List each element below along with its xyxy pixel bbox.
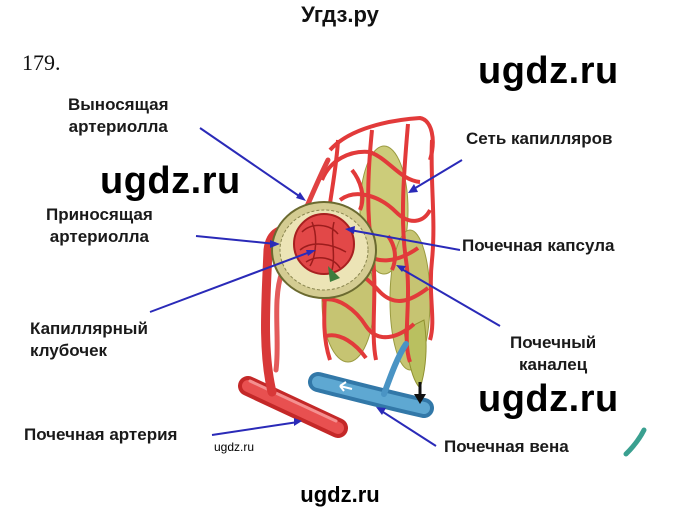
label-glomerulus: Капиллярный клубочек xyxy=(30,318,148,362)
pointer-lines xyxy=(149,127,501,447)
label-glomerulus-line2: клубочек xyxy=(30,341,108,360)
watermark-bottom-center: ugdz.ru xyxy=(300,482,380,507)
label-renal-tubule-line1: Почечный xyxy=(510,333,597,352)
site-title: Угдз.ру xyxy=(301,2,379,27)
pointer-arrowheads xyxy=(270,184,418,426)
label-efferent-arteriole-line1: Выносящая xyxy=(68,95,169,114)
corner-decoration xyxy=(623,427,647,457)
label-renal-artery: Почечная артерия xyxy=(24,425,178,444)
watermark-mid-left: ugdz.ru xyxy=(100,160,241,202)
label-afferent-arteriole-line1: Приносящая xyxy=(46,205,153,224)
label-renal-tubule-line2: каналец xyxy=(519,355,588,374)
label-afferent-arteriole-line2: артериолла xyxy=(49,227,150,246)
glomerulus-shape xyxy=(293,213,355,282)
label-renal-tubule: Почечный каналец xyxy=(510,332,596,376)
label-efferent-arteriole-line2: артериолла xyxy=(68,117,168,136)
watermark-bottom-right: ugdz.ru xyxy=(478,378,619,420)
label-capillary-network: Сеть капилляров xyxy=(466,129,613,148)
label-glomerulus-line1: Капиллярный xyxy=(30,319,148,338)
flow-arrowhead-tubule xyxy=(414,394,426,404)
watermark-top-right: ugdz.ru xyxy=(478,50,619,92)
label-afferent-arteriole: Приносящая артериолла xyxy=(46,204,153,248)
label-renal-vein: Почечная вена xyxy=(444,437,569,456)
watermark-small: ugdz.ru xyxy=(214,440,255,454)
label-efferent-arteriole: Выносящая артериолла xyxy=(68,94,169,138)
renal-vein-vessel xyxy=(308,341,434,418)
label-renal-capsule: Почечная капсула xyxy=(462,236,615,255)
renal-artery-vessel xyxy=(238,376,348,438)
task-number: 179. xyxy=(22,50,61,75)
